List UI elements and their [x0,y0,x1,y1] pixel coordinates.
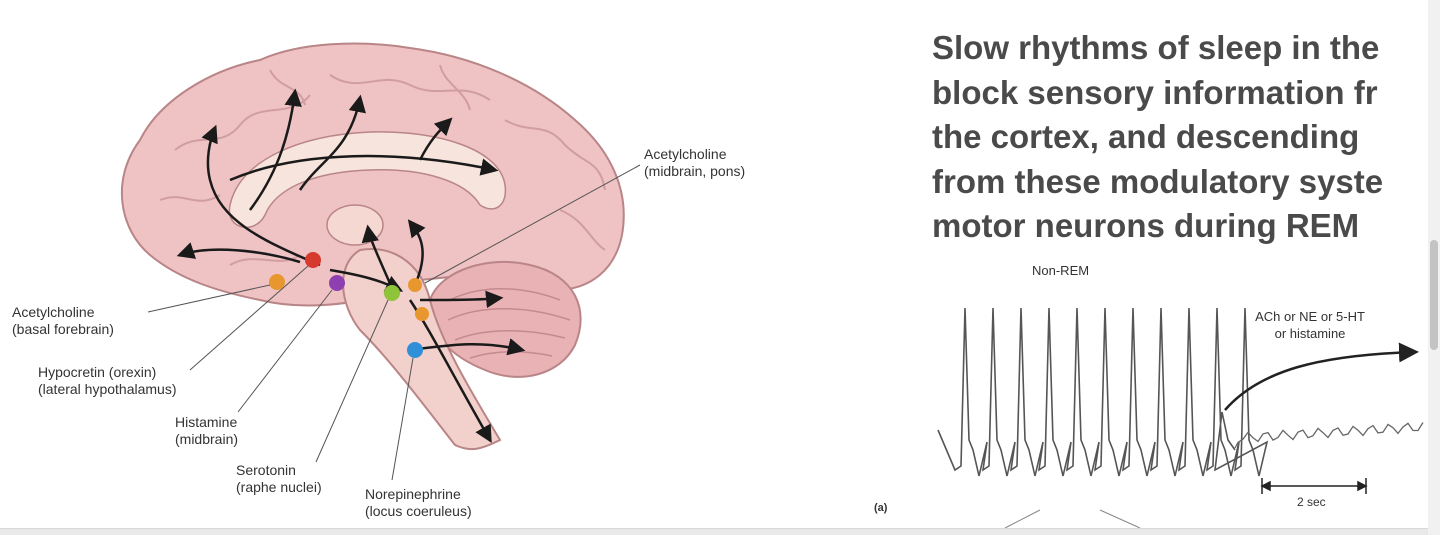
rem-oscillation-trace [1234,422,1424,449]
vertical-scrollbar[interactable] [1428,0,1440,535]
corpus-callosum [228,131,507,229]
modulators-label: ACh or NE or 5-HT or histamine [1255,309,1365,341]
heading-line: from these modulatory syste [932,162,1384,200]
label-ach-forebrain: Acetylcholine (basal forebrain) [12,304,114,337]
serotonin-dot [384,285,400,301]
heading-line: the cortex, and descending [932,118,1360,155]
scrollbar-thumb[interactable] [1430,240,1438,350]
heading-line: motor neurons during REM [932,207,1360,244]
ach-pons-dot-1 [408,278,422,292]
ach-forebrain-dot [269,274,285,290]
nonrem-label: Non-REM [1032,263,1090,278]
scale-label: 2 sec [1297,495,1326,509]
norepinephrine-dot [407,342,423,358]
heading-line: Slow rhythms of sleep in the [932,29,1380,66]
slide-heading: Slow rhythms of sleep in the block senso… [932,26,1428,249]
label-ach-pons: Acetylcholine (midbrain, pons) [644,146,746,179]
nonrem-spike-trace [937,307,1269,477]
ach-pons-dot-2 [415,307,429,321]
thalamus [326,204,384,246]
brain-diagram [120,42,641,481]
histamine-dot [329,275,345,291]
hypocretin-dot [305,252,321,268]
scale-bar [1260,478,1368,494]
label-norepinephrine: Norepinephrine (locus coeruleus) [365,486,472,519]
panel-label: (a) [874,502,888,514]
cerebrum-shape [120,42,625,307]
modulator-arrow [1224,342,1419,411]
label-serotonin: Serotonin (raphe nuclei) [236,462,322,495]
cerebellum [428,261,582,378]
bottom-divider [0,528,1428,535]
label-hypocretin: Hypocretin (orexin) (lateral hypothalamu… [38,364,177,397]
label-histamine: Histamine (midbrain) [175,414,239,447]
heading-line: block sensory information fr [932,73,1378,111]
